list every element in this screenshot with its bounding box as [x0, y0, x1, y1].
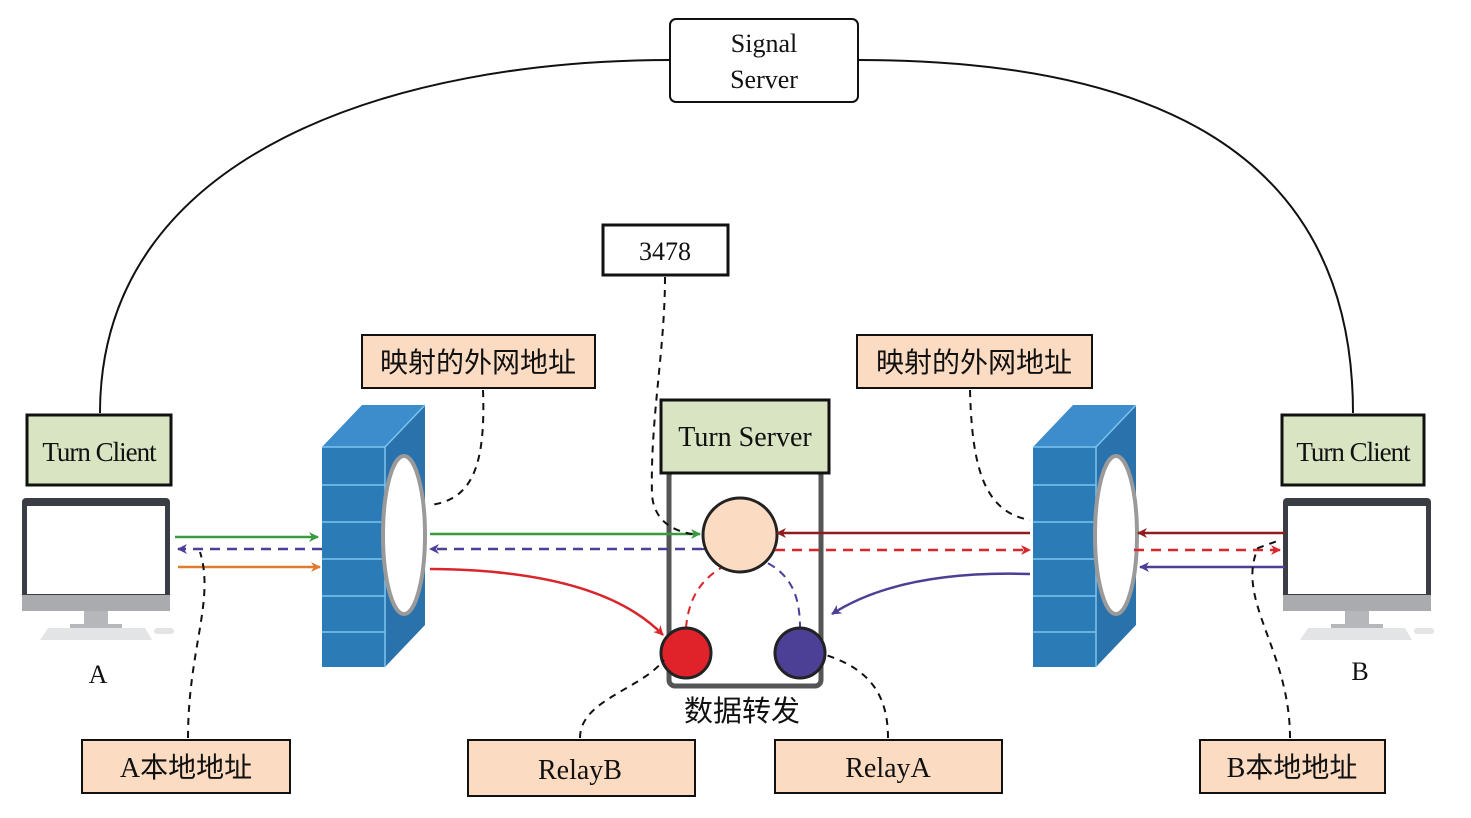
- mapped-address-left-label: 映射的外网地址: [380, 347, 576, 379]
- mapped-address-box-left: 映射的外网地址: [361, 334, 596, 389]
- relay-a-label: RelayA: [845, 753, 931, 784]
- local-address-a-label: A本地地址: [120, 752, 252, 784]
- turn-client-b-label: Turn Client: [1296, 437, 1411, 467]
- leader-local-b: [1251, 539, 1291, 739]
- firewall-left-icon: [322, 404, 427, 667]
- relay-a-box: RelayA: [774, 739, 1003, 794]
- relay-b-label: RelayB: [538, 755, 622, 786]
- turn-client-b-box: Turn Client: [1280, 413, 1426, 487]
- leader-relay-a: [825, 654, 889, 739]
- host-a-label: A: [89, 660, 108, 689]
- signal-server-label-2: Server: [730, 65, 798, 94]
- mapped-address-box-right: 映射的外网地址: [856, 334, 1093, 389]
- turn-server: Turn Server 数据转发: [659, 398, 831, 728]
- data-forward-label: 数据转发: [684, 695, 800, 728]
- host-b-label: B: [1351, 657, 1368, 686]
- relay-a-internal-path: [699, 548, 801, 629]
- computer-b-icon: [1283, 498, 1434, 640]
- leader-local-a: [187, 551, 206, 739]
- relay-a-node: [773, 626, 827, 680]
- port-box: 3478: [601, 223, 730, 277]
- leader-port: [650, 276, 699, 536]
- signal-server-box: Signal Server: [669, 18, 859, 103]
- turn-server-label: Turn Server: [678, 422, 812, 453]
- local-address-b-label: B本地地址: [1227, 752, 1358, 784]
- allocation-node: [701, 496, 779, 574]
- relay-b-internal-path: [685, 549, 776, 629]
- port-label: 3478: [639, 237, 691, 266]
- leader-mapped-right: [969, 389, 1031, 521]
- signal-server-label-1: Signal: [731, 29, 797, 58]
- arrow-red-relay-b: [429, 567, 664, 636]
- leader-relay-b: [579, 659, 665, 739]
- mapped-address-right-label: 映射的外网地址: [876, 347, 1072, 379]
- local-address-a-box: A本地地址: [81, 739, 291, 794]
- local-address-b-box: B本地地址: [1199, 739, 1386, 794]
- firewall-right-icon: [1033, 404, 1139, 667]
- relay-b-box: RelayB: [467, 739, 696, 797]
- computer-a-icon: [22, 498, 174, 640]
- leader-mapped-left: [429, 389, 485, 506]
- signal-link-left: [99, 59, 671, 414]
- turn-client-a-box: Turn Client: [25, 413, 173, 487]
- turn-client-a-label: Turn Client: [42, 437, 157, 467]
- arrow-blue-relay-a: [831, 572, 1031, 616]
- signal-link-right: [857, 59, 1354, 414]
- relay-b-node: [659, 626, 713, 680]
